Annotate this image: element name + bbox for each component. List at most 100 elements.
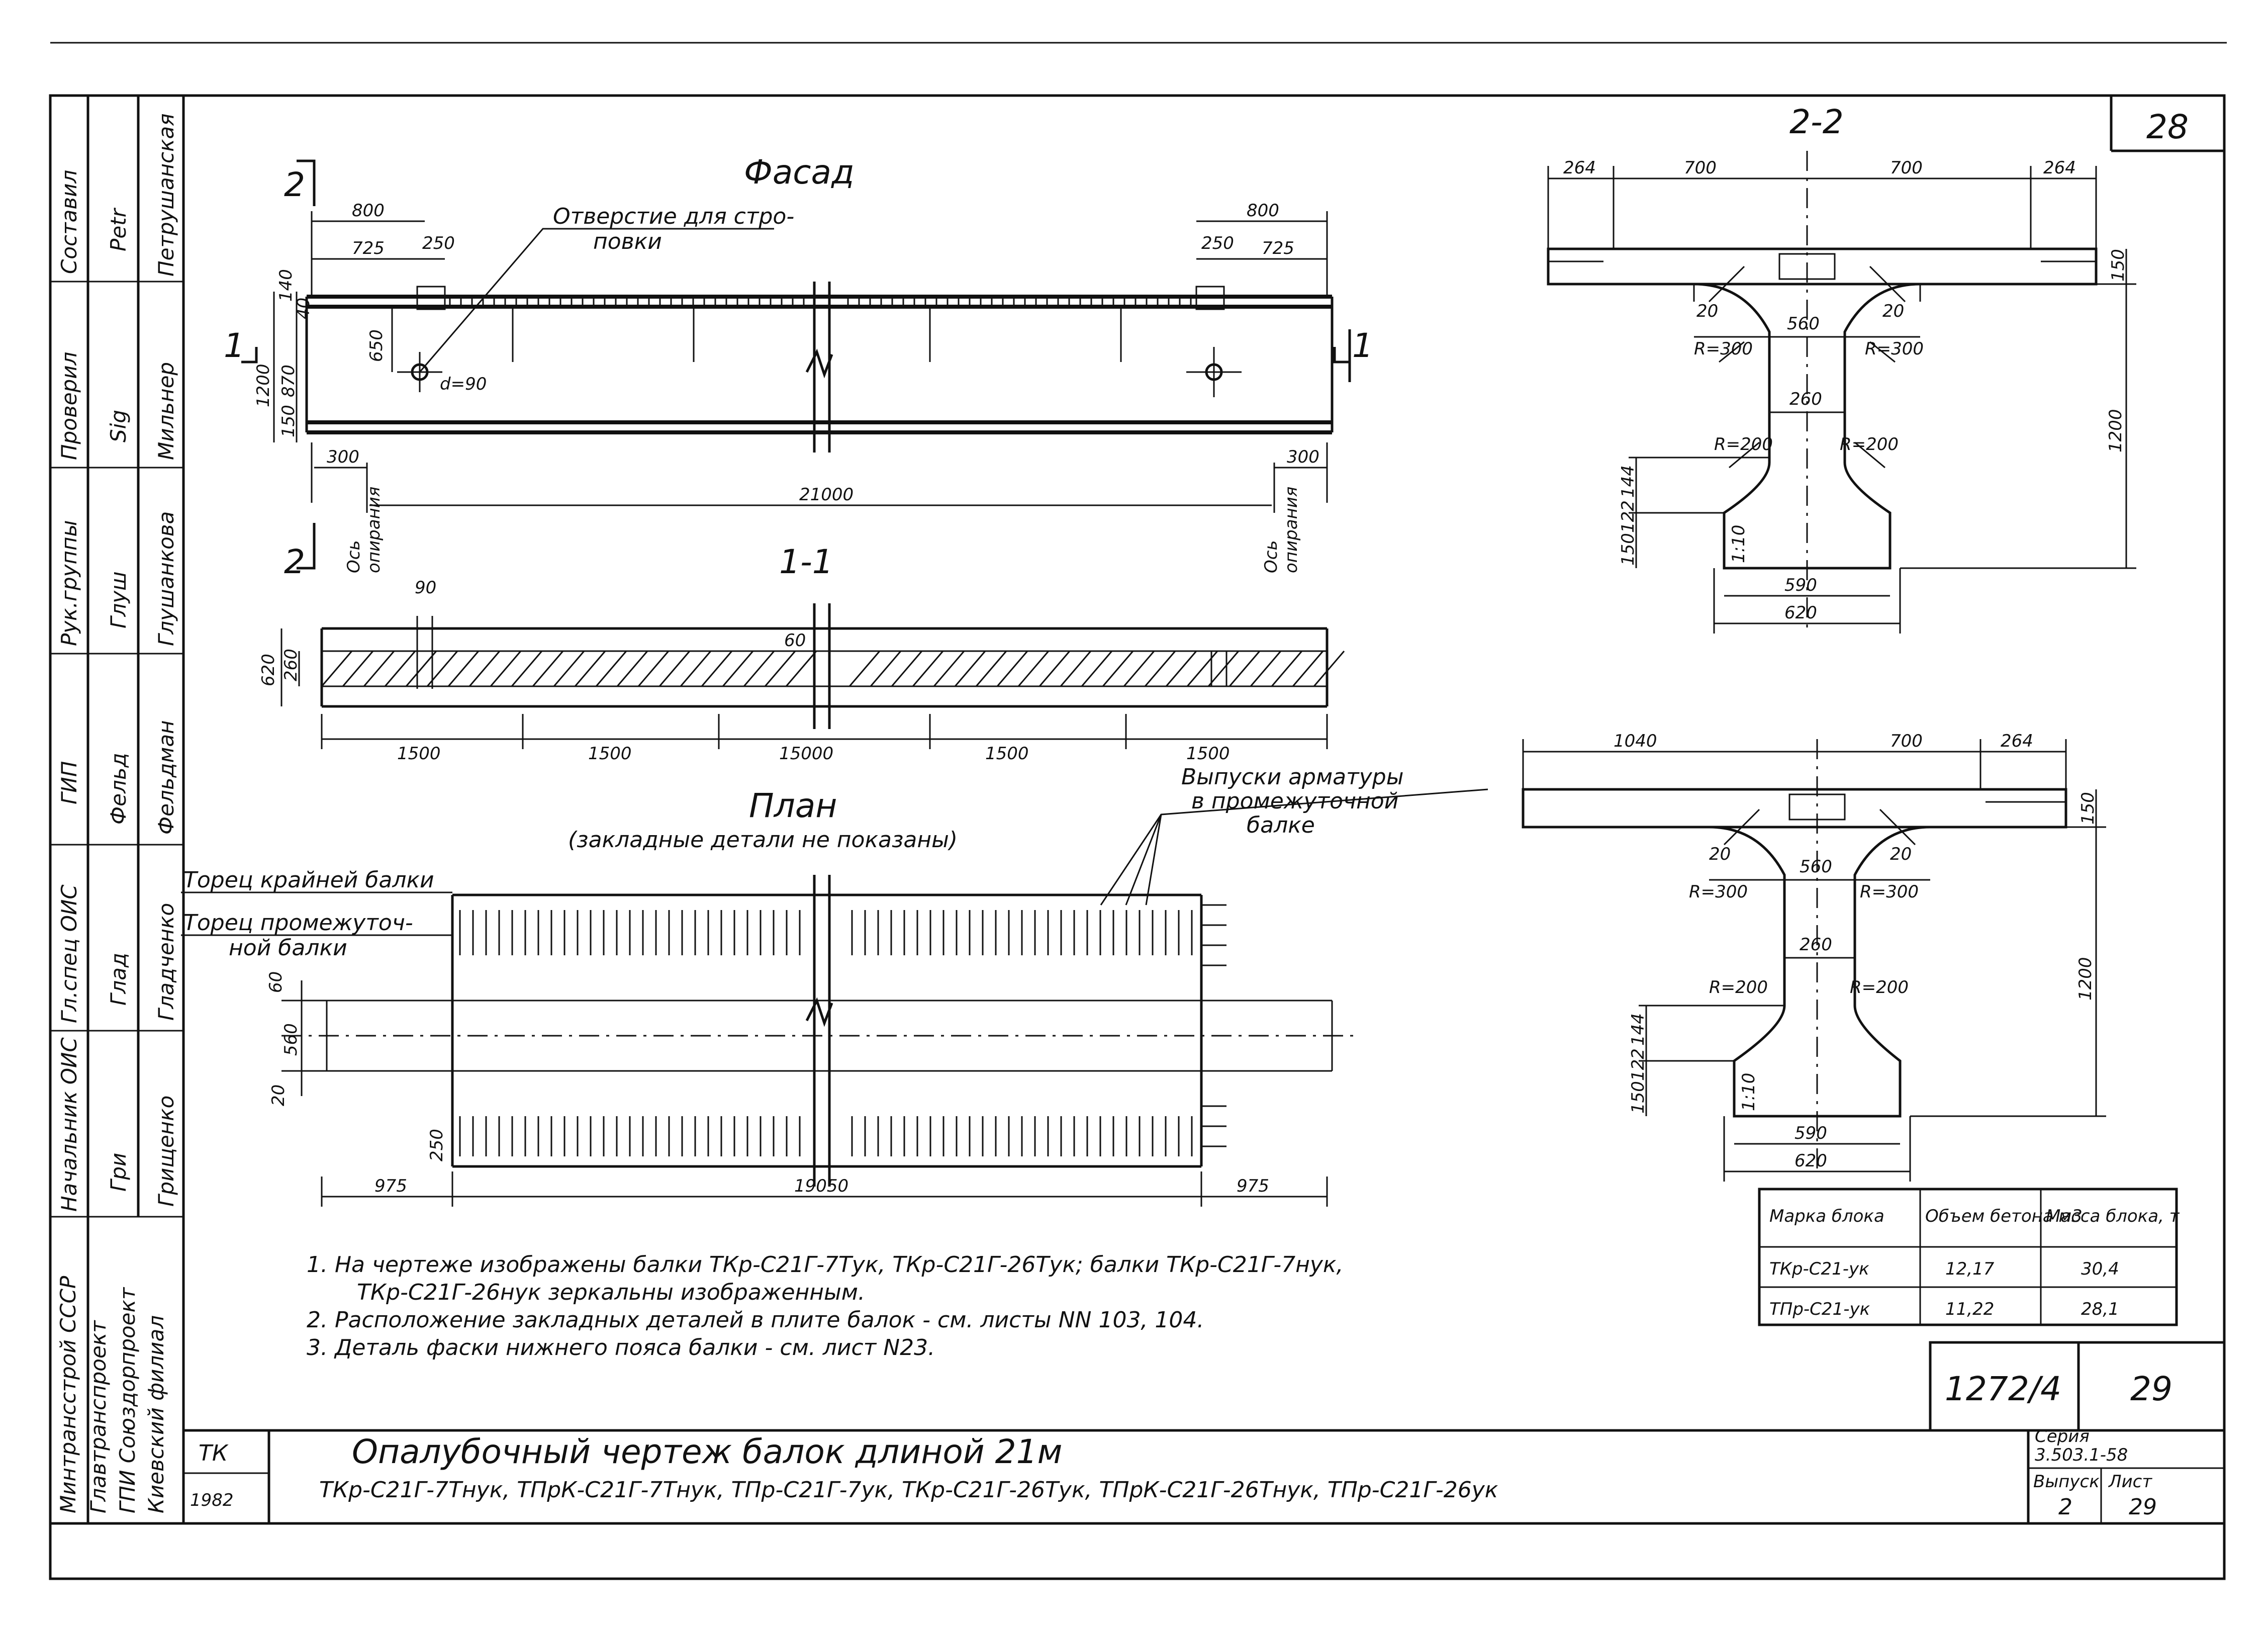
s22-dim-700-left: 700 [1684,158,1717,178]
s11-dim-620: 620 [258,654,278,686]
plan-subtitle: (закладные детали не показаны) [568,827,958,853]
s22-dim-560: 560 [1787,314,1820,334]
issue-value: 2 [2058,1494,2072,1520]
section-mark-1-left: 1 [224,326,245,365]
sheet-frame [49,42,2227,1580]
se-dim-700: 700 [1890,731,1923,751]
s22-r200-right: R=200 [1840,434,1899,455]
plan-dim-60: 60 [266,971,286,993]
s22-dim-150-bottom: 150 [1618,533,1638,566]
se-dim-20-left: 20 [1709,844,1731,864]
se-dim-20-right: 20 [1890,844,1912,864]
stamp-role-6: Начальник ОИС [57,1037,81,1212]
drawing-title-line-1: Опалубочный чертеж балок длиной 21м [352,1432,1062,1471]
se-dim-144: 144 [1628,1013,1648,1046]
plan-label-end-mid-1: Торец промежуточ- [183,910,413,936]
dim-150: 150 [278,405,299,437]
s22-r300-left: R=300 [1694,339,1753,359]
plan-title: План [749,786,837,825]
se-r200-right: R=200 [1850,977,1909,998]
plan-dim-250: 250 [427,1129,447,1161]
table-header-volume: Объем бетона м3 [1925,1206,2083,1226]
table-cell-r2-volume: 11,22 [1945,1299,1994,1319]
stamp-row-5: Гл.спец ОИС Глад Гладченко [57,884,178,1023]
se-dim-1200: 1200 [2075,957,2096,1001]
s11-dim-1500-3: 1500 [985,744,1029,764]
stamp-row-1: Составил Petr Петрушанская [57,114,178,277]
stamp-role-2: Проверил [57,352,81,460]
se-dim-264: 264 [2001,731,2033,751]
section-2-2-title: 2-2 [1789,103,1844,141]
s22-dim-620: 620 [1784,603,1817,623]
s22-dim-122: 122 [1618,500,1638,533]
doc-sheet-number: 29 [2130,1370,2172,1408]
dim-40: 40 [294,298,314,319]
dim-650: 650 [366,329,387,362]
s11-dim-60: 60 [784,630,806,651]
plan-label-rebar-3: балке [1247,812,1315,838]
issue-label: Выпуск [2033,1472,2100,1492]
org-line-3: ГПИ Союздорпроект [115,1287,140,1513]
se-dim-620: 620 [1794,1151,1827,1171]
series-value: 3.503.1-58 [2035,1445,2128,1465]
stamp-column [50,96,183,1523]
dim-1200: 1200 [253,364,273,407]
dim-300-left: 300 [327,447,359,467]
table-cell-r1-volume: 12,17 [1945,1259,1995,1279]
stamp-name-4: Фельдман [154,720,178,835]
s11-dim-1500-2: 1500 [588,744,632,764]
stamp-row-2: Проверил Sig Мильнер [57,352,178,460]
org-code: ТК [199,1440,229,1466]
plan-dim-20: 20 [268,1084,289,1106]
s22-dim-144: 144 [1618,465,1638,498]
title-block [183,1341,2226,1523]
s22-dim-20-left: 20 [1696,301,1718,321]
se-r300-right: R=300 [1860,882,1919,902]
facade-view [241,159,1351,570]
section-mark-2-bottom: 2 [284,543,305,581]
stamp-role-5: Гл.спец ОИС [57,884,81,1023]
se-dim-150: 150 [2078,792,2098,825]
stamp-signature-1: Petr [106,207,131,251]
dim-140: 140 [276,269,296,302]
series-label: Серия [2035,1426,2090,1447]
note-3: 3. Деталь фаски нижнего пояса балки - см… [307,1335,935,1361]
s11-dim-90: 90 [415,578,436,598]
plan-label-end-mid-2: ной балки [229,935,347,961]
org-line-1: Минтрансстрой СССР [56,1276,80,1513]
stamp-row-6: Начальник ОИС Гри Грищенко [57,1037,178,1212]
axis-label-right-1: Ось [1261,540,1281,574]
stamp-organization: Минтрансстрой СССР Главтранспроект ГПИ С… [56,1276,168,1513]
section-1-1-view [280,603,1345,749]
axis-label-left-1: Ось [344,540,364,574]
drawing-title-line-2: ТКр-С21Г-7Тнук, ТПрК-С21Г-7Тнук, ТПр-С21… [319,1477,1498,1503]
s11-dim-1500-4: 1500 [1186,744,1230,764]
facade-hole-label-2: повки [593,229,662,254]
section-mark-2-top: 2 [284,165,305,204]
plan-label-end-outer: Торец крайней балки [183,867,434,893]
doc-number: 1272/4 [1945,1370,2061,1408]
s11-dim-1500-1: 1500 [397,744,441,764]
plan-view [181,788,1488,1207]
plan-label-rebar-2: в промежуточной [1191,788,1398,814]
s22-r200-left: R=200 [1714,434,1773,455]
stamp-signature-3: Глуш [106,571,131,628]
stamp-name-1: Петрушанская [154,114,178,277]
table-cell-r2-mark: ТПр-С21-ук [1769,1299,1870,1319]
section-1-1-title: 1-1 [779,543,833,581]
table-header-mark: Марка блока [1769,1206,1884,1226]
plan-dim-975-right: 975 [1237,1176,1269,1196]
dim-250-right: 250 [1201,233,1234,253]
plan-dim-560: 560 [281,1023,301,1056]
stamp-signature-5: Глад [106,953,131,1006]
s22-dim-150: 150 [2108,249,2128,282]
dim-800-left: 800 [352,201,385,221]
se-dim-590: 590 [1794,1123,1827,1143]
stamp-name-6: Грищенко [154,1096,178,1207]
stamp-row-4: ГИП Фельд Фельдман [57,720,178,835]
s22-dim-1200: 1200 [2106,409,2126,453]
se-dim-1040: 1040 [1614,731,1657,751]
dim-800-right: 800 [1247,201,1279,221]
corner-sheet-number: 28 [2146,108,2189,146]
